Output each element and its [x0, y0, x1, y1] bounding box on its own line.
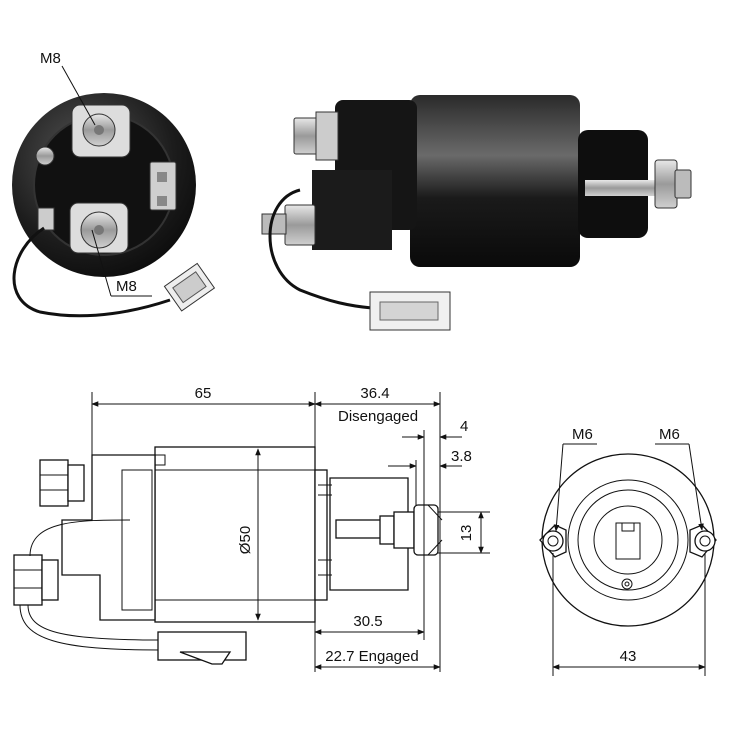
engaged-label: 22.7 Engaged	[325, 648, 418, 665]
bottom-stud-nut	[284, 204, 316, 246]
bottom-terminal-stud	[69, 202, 129, 254]
dim-30-5-label: 30.5	[353, 613, 382, 630]
drawing-body	[154, 446, 316, 623]
drawing-bottom-stud	[13, 554, 43, 606]
dim-3-8-label: 3.8	[451, 448, 472, 465]
dim-13-label: 13	[458, 525, 475, 542]
m8-top-label: M8	[40, 50, 61, 67]
dim-65-label: 65	[195, 385, 212, 402]
plunger-rod	[585, 180, 665, 196]
side-technical-drawing: Ø50 65 36.4 Disengaged 4 3.8 13 30.5	[13, 385, 490, 672]
disengaged-label: Disengaged	[338, 408, 418, 425]
top-terminal-stud	[71, 104, 131, 158]
drawing-rear-cover	[61, 454, 156, 621]
diameter-label: Ø50	[237, 526, 254, 554]
front-technical-drawing: M6 M6 43	[539, 426, 717, 676]
spade-terminal	[149, 161, 177, 211]
m8-bottom-label: M8	[116, 278, 137, 295]
plunger-nut	[654, 159, 678, 209]
side-lead-wire	[268, 188, 373, 310]
rivet	[35, 146, 55, 166]
drawing-plunger-head	[413, 504, 439, 556]
lead-wire	[12, 226, 171, 318]
lower-bracket	[312, 170, 392, 250]
right-mount-hole	[694, 530, 716, 552]
left-mount-hole	[542, 530, 564, 552]
dim-4-label: 4	[460, 418, 468, 435]
coil-housing	[410, 95, 580, 267]
m6-right-label: M6	[659, 426, 680, 443]
drawing-top-stud	[39, 459, 69, 507]
dim-36-4-label: 36.4	[360, 385, 389, 402]
m6-left-label: M6	[572, 426, 593, 443]
dim-43-label: 43	[620, 648, 637, 665]
end-view-photo: M8 M8	[12, 50, 216, 318]
connector-plug	[163, 262, 216, 312]
side-view-photo	[261, 95, 692, 331]
